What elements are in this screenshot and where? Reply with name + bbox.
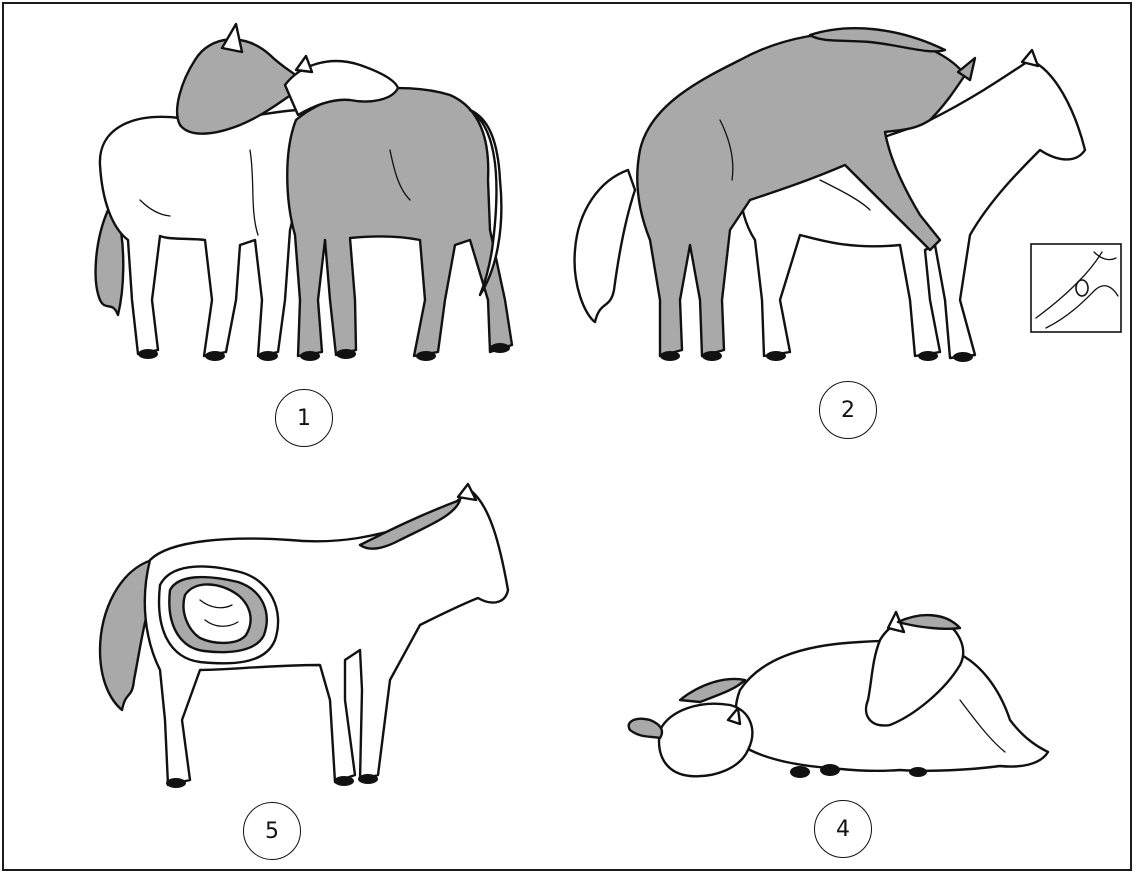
stage-1-label: 1 xyxy=(275,389,333,447)
stage-5-pregnant-mare-illustration xyxy=(100,484,508,788)
foal-mane xyxy=(680,679,745,702)
stage-5-label: 5 xyxy=(243,802,301,860)
pregnant-mare-ear xyxy=(458,484,476,500)
mare-ear xyxy=(1022,50,1038,66)
stage-4-mare-foal-illustration xyxy=(629,612,1048,778)
stage-1-hooves xyxy=(138,343,510,361)
mating-detail-inset xyxy=(1031,244,1121,332)
stage-2-mating-illustration xyxy=(575,28,1085,362)
white-horse-body xyxy=(100,110,309,356)
grey-horse-body xyxy=(287,88,512,356)
foal-tail xyxy=(629,719,662,738)
stallion-tail xyxy=(575,170,635,322)
white-horse-ear xyxy=(296,56,312,72)
stage-1-courtship-illustration xyxy=(96,24,512,361)
stage-4-label: 4 xyxy=(814,800,872,858)
stage-2-label: 2 xyxy=(819,381,877,439)
stage-2-hooves xyxy=(660,351,973,362)
grey-horse-ear xyxy=(222,24,242,52)
